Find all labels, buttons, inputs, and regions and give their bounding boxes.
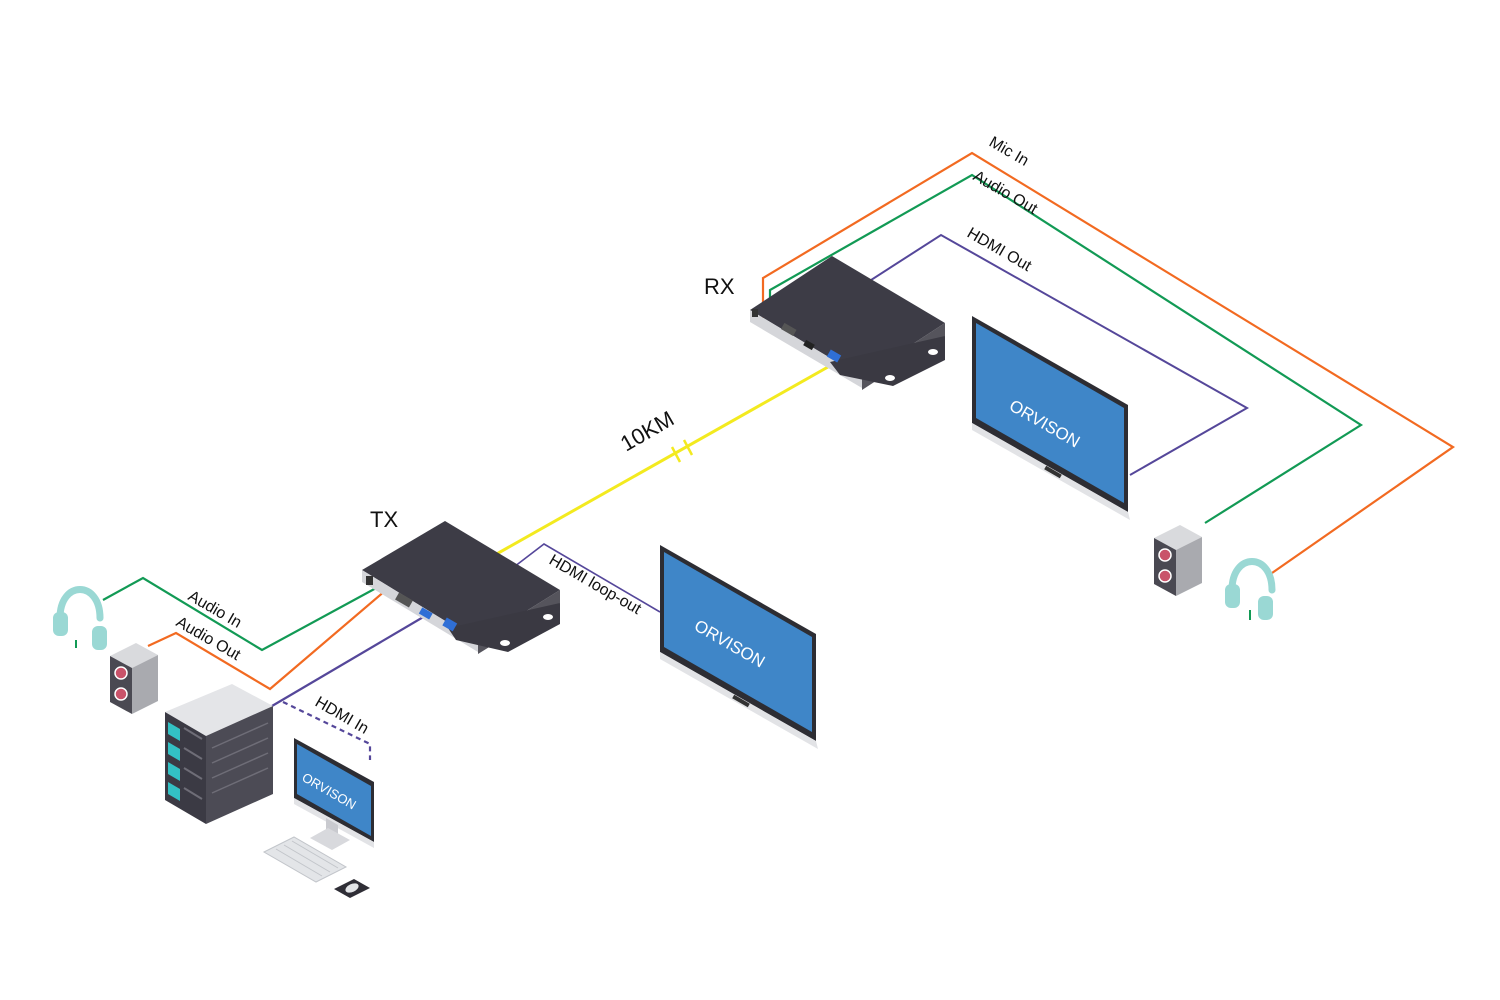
rx-mic-in-label: Mic In xyxy=(986,134,1031,170)
distance-label: 10KM xyxy=(616,406,678,456)
server-bay xyxy=(168,742,180,761)
tx-serial-port xyxy=(395,592,413,608)
rx-label: RX xyxy=(704,274,735,299)
rx-headphones-icon xyxy=(1225,558,1276,620)
rx-serial-port xyxy=(780,322,797,336)
rx-speaker-top xyxy=(1154,525,1202,550)
rx-fiber-port xyxy=(826,349,842,363)
tx-foot xyxy=(543,614,553,620)
tx-hdmi-loop-out-cable xyxy=(509,543,661,613)
tx-hdmi-in-cable xyxy=(271,615,426,707)
tx-audio-out-cable xyxy=(147,589,387,691)
keyboard-row xyxy=(283,844,331,873)
keyboard-row xyxy=(275,848,323,877)
tx-hdmi-loop-out-label: HDMI loop-out xyxy=(546,552,644,619)
rx-extender xyxy=(750,256,945,390)
server-bay xyxy=(168,782,180,801)
rx-front-face xyxy=(750,310,862,388)
rx-mic-in-cable xyxy=(761,151,1456,574)
server-vent xyxy=(211,737,269,764)
server-slot xyxy=(183,747,203,760)
pc-monitor-base xyxy=(310,828,350,850)
tx-headphones-left-cup xyxy=(53,612,68,636)
rx-headphones-band xyxy=(1228,558,1276,594)
server-slot xyxy=(183,727,203,740)
rx-display: ORVISON xyxy=(972,316,1130,520)
server-vent xyxy=(211,752,269,779)
rx-foot xyxy=(928,349,938,355)
tx-display-screen xyxy=(664,552,812,732)
tx-power-port xyxy=(366,576,373,585)
rx-top-face xyxy=(750,256,945,377)
tx-loop-out-display: ORVISON xyxy=(660,545,818,749)
tx-top-face xyxy=(362,521,560,641)
rx-display-logo-dot xyxy=(1044,465,1062,479)
rx-audio-out-label: Audio Out xyxy=(970,168,1041,219)
tx-display-logo-dot xyxy=(732,694,750,708)
rx-speaker-side xyxy=(1176,537,1202,596)
tx-headphones-icon xyxy=(53,586,107,650)
rx-speaker xyxy=(1154,525,1202,596)
rx-headphones-left-cup xyxy=(1225,584,1240,608)
rx-headphones-right-cup xyxy=(1258,596,1273,620)
server-vent xyxy=(211,722,269,749)
tx-audio-in-cable xyxy=(102,576,379,652)
rx-speaker-woofer xyxy=(1158,548,1172,562)
tx-extender xyxy=(362,521,560,654)
tx-headphones-right-cup xyxy=(92,626,107,650)
tx-speaker-top xyxy=(110,643,158,668)
tx-foot xyxy=(500,640,510,646)
pc-workstation: ORVISON xyxy=(262,738,374,898)
server-slot xyxy=(183,767,203,780)
server-bay xyxy=(168,722,180,741)
tx-label: TX xyxy=(370,507,398,532)
tx-speaker xyxy=(110,643,158,714)
keyboard xyxy=(262,836,348,883)
tx-front-face xyxy=(362,570,478,652)
break-mark-2 xyxy=(682,439,694,456)
tx-speaker-tweeter xyxy=(114,687,128,701)
server-slot xyxy=(183,787,203,800)
tx-base xyxy=(448,603,560,652)
rx-speaker-tweeter xyxy=(1158,569,1172,583)
break-mark-1 xyxy=(670,446,682,463)
rx-power-port xyxy=(752,309,758,317)
keyboard-row xyxy=(291,840,339,869)
tx-headphones-band xyxy=(56,586,104,622)
server-rack xyxy=(165,684,273,824)
server-bay xyxy=(168,762,180,781)
server-top xyxy=(165,684,273,736)
rx-base xyxy=(830,336,945,386)
pc-monitor-screen xyxy=(297,744,371,836)
tx-hdmi-port xyxy=(418,607,433,620)
mouse xyxy=(345,883,359,893)
tx-fiber-port xyxy=(442,617,458,632)
rx-hdmi-port xyxy=(803,339,815,351)
server-vent xyxy=(211,767,269,794)
tx-speaker-side xyxy=(132,655,158,714)
tx-speaker-woofer xyxy=(114,666,128,680)
rx-foot xyxy=(885,375,895,381)
rx-display-screen xyxy=(976,323,1124,503)
